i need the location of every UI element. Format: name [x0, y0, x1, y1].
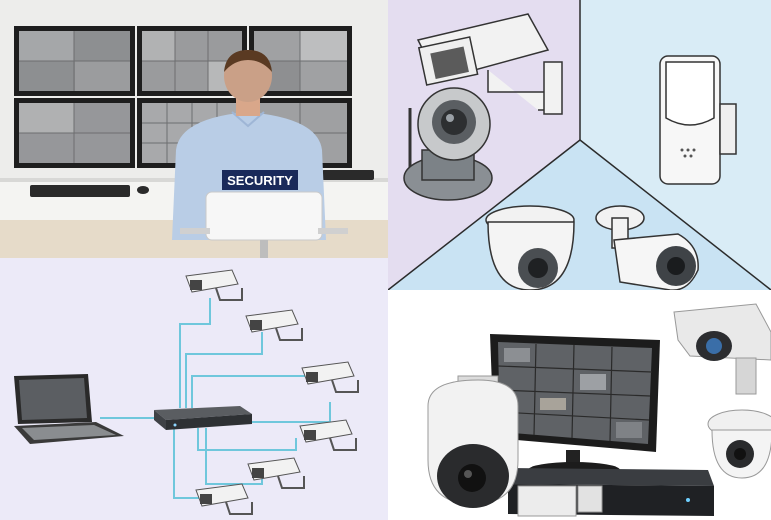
wifi-pan-tilt-camera-icon: [403, 87, 493, 201]
security-shirt-label: SECURITY: [227, 173, 293, 188]
office-chair: [180, 191, 348, 258]
dome-camera-icon: [707, 409, 771, 479]
bullet-camera-icon: [195, 483, 253, 515]
security-shirt-badge: [222, 170, 298, 190]
surveillance-monitor: [490, 334, 660, 478]
bullet-camera-icon: [673, 303, 771, 395]
cctv-equipment-set-panel: [388, 290, 771, 520]
motion-sensor-icon: [659, 55, 737, 185]
laptop-icon: [14, 374, 124, 444]
bullet-camera-icon: [595, 205, 699, 290]
dome-camera-icon: [485, 205, 575, 290]
bullet-camera-icon: [301, 361, 359, 393]
dvr-recorder-icon: [154, 406, 252, 430]
keyboard: [30, 185, 130, 197]
ptz-dome-camera-icon: [427, 375, 519, 508]
bullet-camera-icon: [245, 309, 303, 341]
security-guard-monitoring-panel: SECURITY: [0, 0, 388, 258]
box-camera-icon: [416, 13, 563, 115]
guard-scene: SECURITY: [0, 0, 388, 258]
camera-network-diagram-panel: [0, 258, 388, 520]
equipment-scene: [388, 290, 771, 520]
network-diagram: [0, 258, 388, 520]
keyboard: [322, 170, 374, 180]
box-camera-icon: [517, 485, 603, 517]
bullet-camera-icon: [185, 269, 243, 301]
bullet-camera-icon: [299, 419, 357, 451]
cctv-camera-types-panel: [388, 0, 771, 290]
bullet-camera-icon: [247, 457, 305, 489]
room-corner-scene: [388, 0, 771, 290]
mouse: [137, 186, 149, 194]
